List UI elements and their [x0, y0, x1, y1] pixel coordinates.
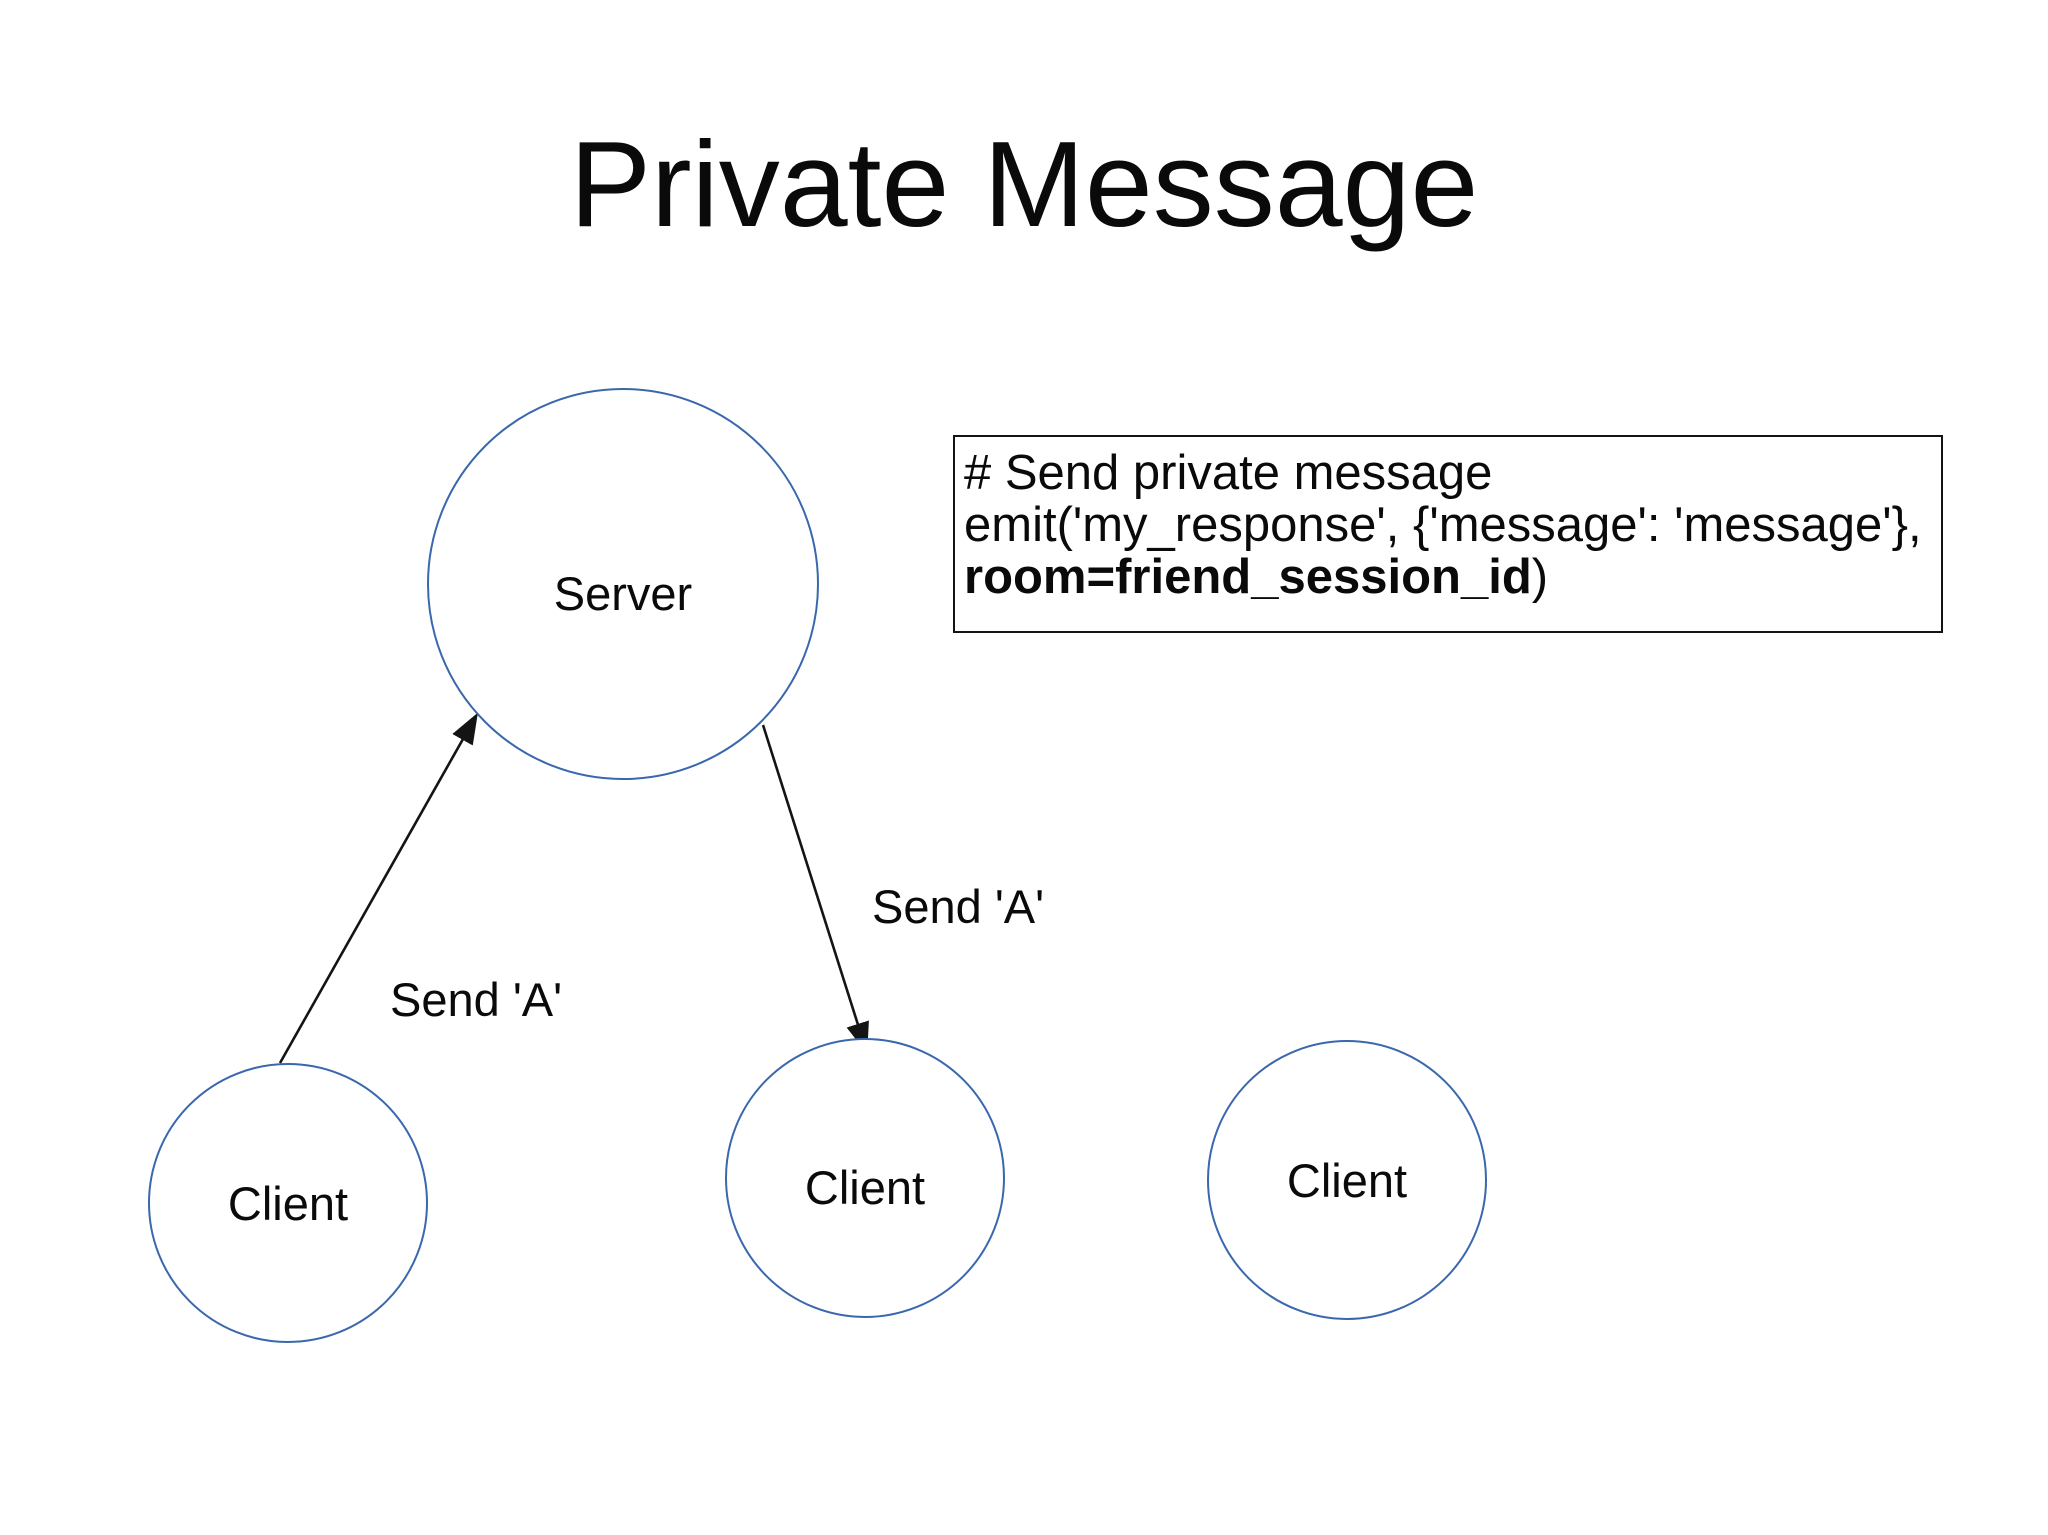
code-line-1: # Send private message — [964, 446, 1493, 500]
arrow-server-to-client2 — [761, 724, 869, 1054]
slide-title: Private Message — [569, 116, 1479, 252]
node-client-3: Client — [1207, 1040, 1487, 1320]
code-line-2: emit('my_response', {'message': 'message… — [964, 498, 1922, 552]
client-3-label: Client — [1286, 1153, 1408, 1207]
arrow-label-server-to-client2: Send 'A' — [872, 880, 1045, 933]
code-box: # Send private message emit('my_response… — [953, 435, 1943, 633]
client-2-label: Client — [804, 1160, 926, 1214]
code-line-3-suffix: ) — [1531, 550, 1549, 604]
node-client-2: Client — [725, 1038, 1005, 1318]
node-client-1: Client — [148, 1063, 428, 1343]
client-1-label: Client — [227, 1176, 349, 1230]
node-server: Server — [427, 388, 819, 780]
server-label: Server — [553, 566, 693, 620]
arrow-label-client1-to-server: Send 'A' — [390, 973, 563, 1026]
code-line-3: room=friend_session_id) — [964, 551, 1929, 603]
code-line-3-bold: room=friend_session_id — [964, 550, 1532, 604]
